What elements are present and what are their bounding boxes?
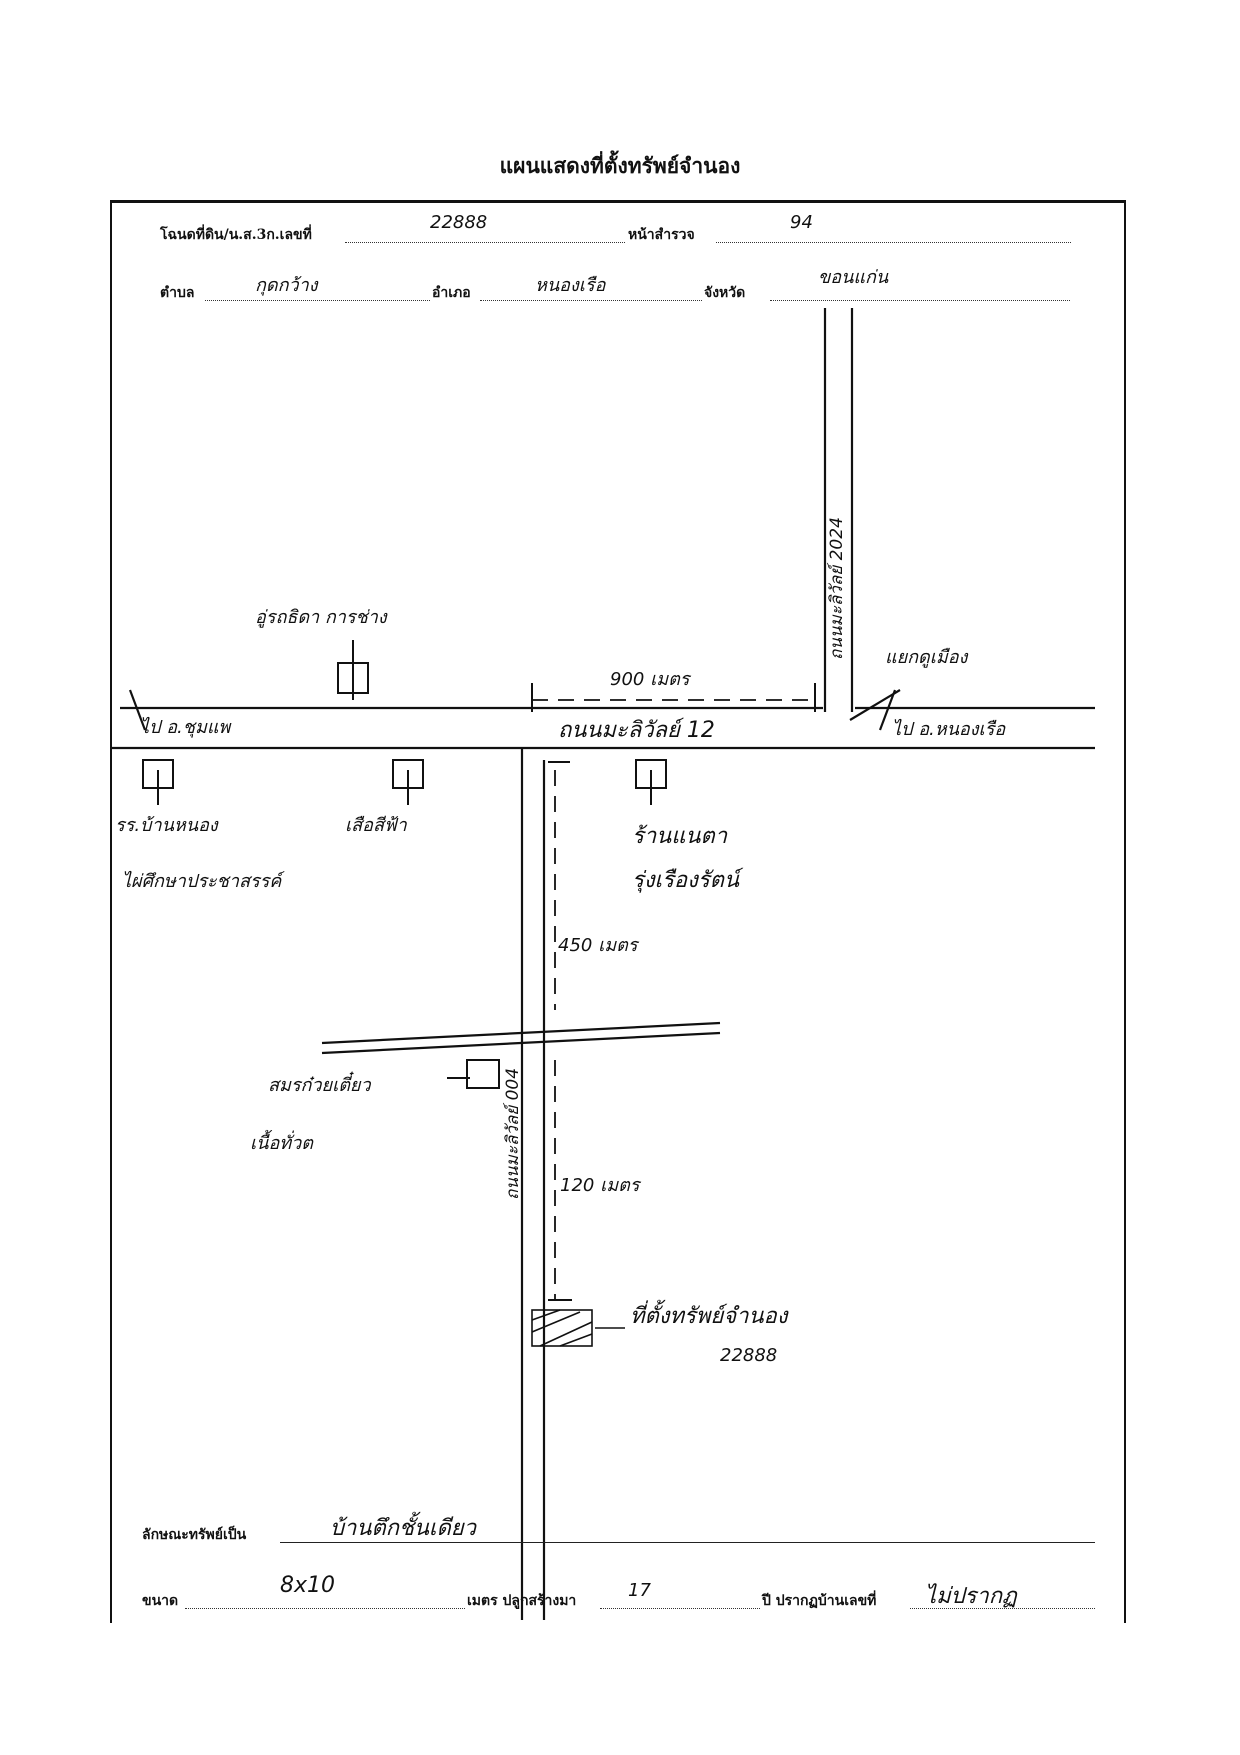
landmark-store2-label: รุ่งเรืองรัตน์ [632, 868, 739, 893]
arrow-west [878, 689, 897, 731]
property-type-value: บ้านตึกชั้นเดียว [330, 1516, 476, 1541]
years-built-value: 17 [628, 1580, 651, 1601]
survey-number: 94 [790, 212, 813, 233]
to-west-label: ไป อ.ชุมแพ [140, 717, 231, 738]
property-site-number: 22888 [720, 1345, 778, 1366]
house-no-dotline [910, 1608, 1095, 1609]
main-road-label: ถนนมะลิวัลย์ 12 [558, 718, 715, 743]
province-label: จังหวัด [704, 285, 746, 301]
distance-top-label: 900 เมตร [610, 669, 690, 690]
road-north-label: ถนนมะลิวัลย์ 2024 [827, 517, 847, 660]
house-no-value: ไม่ปรากฏ [925, 1584, 1017, 1609]
meters-built-label: เมตร ปลูกสร้างมา [467, 1593, 577, 1609]
district-value: หนองเรือ [535, 275, 606, 296]
survey-dotline [716, 242, 1071, 243]
junction-label: แยกดูเมือง [885, 647, 968, 668]
cross-road-top-edge [321, 1021, 721, 1045]
size-value: 8x10 [280, 1573, 336, 1598]
document-title: แผนแสดงที่ตั้งทรัพย์จำนอง [499, 153, 741, 178]
size-label: ขนาด [142, 1593, 179, 1609]
deed-number: 22888 [430, 212, 488, 233]
landmark-store-label: ร้านแนตา [632, 824, 728, 849]
house-no-label: ปี ปรากฏบ้านเลขที่ [762, 1593, 877, 1609]
district-label: อำเภอ [432, 285, 471, 301]
property-site-label: ที่ตั้งทรัพย์จำนอง [630, 1304, 788, 1329]
province-dotline [770, 300, 1070, 301]
deed-dotline [345, 242, 625, 243]
property-type-label: ลักษณะทรัพย์เป็น [142, 1527, 247, 1543]
province-value: ขอนแก่น [818, 267, 889, 288]
cross-road-bottom-edge [321, 1031, 721, 1055]
property-type-line [280, 1542, 1095, 1543]
map-frame [110, 200, 1126, 1623]
landmark-school-label: รร.บ้านหนอง [115, 815, 218, 836]
distance-bottom-label: 120 เมตร [560, 1175, 640, 1196]
landmark-box-food [466, 1059, 500, 1089]
distance-mid-label: 450 เมตร [558, 935, 638, 956]
landmark-shop-label: เสือสีฟ้า [345, 815, 407, 836]
subdistrict-dotline [205, 300, 430, 301]
district-dotline [480, 300, 702, 301]
years-dotline [600, 1608, 760, 1609]
to-east-label: ไป อ.หนองเรือ [892, 719, 1006, 740]
junction-pointer [849, 689, 901, 721]
landmark-food2-label: เนื้อทั่วต [250, 1133, 313, 1154]
arrow-west-2 [128, 689, 147, 731]
survey-label: หน้าสำรวจ [628, 227, 695, 243]
landmark-north-label: อู่รถธิดา การช่าง [255, 607, 387, 628]
landmark-food-label: สมรก๋วยเตี๋ยว [268, 1075, 371, 1096]
subdistrict-label: ตำบล [160, 285, 195, 301]
property-site [531, 1309, 625, 1347]
subdistrict-value: กุดกว้าง [255, 275, 318, 296]
road-south-label: ถนนมะลิวัลย์ 004 [503, 1068, 523, 1200]
deed-label: โฉนดที่ดิน/น.ส.3ก.เลขที่ [160, 227, 312, 243]
size-dotline [185, 1608, 465, 1609]
landmark-school2-label: ไผ่ศึกษาประชาสรรค์ [122, 871, 282, 892]
